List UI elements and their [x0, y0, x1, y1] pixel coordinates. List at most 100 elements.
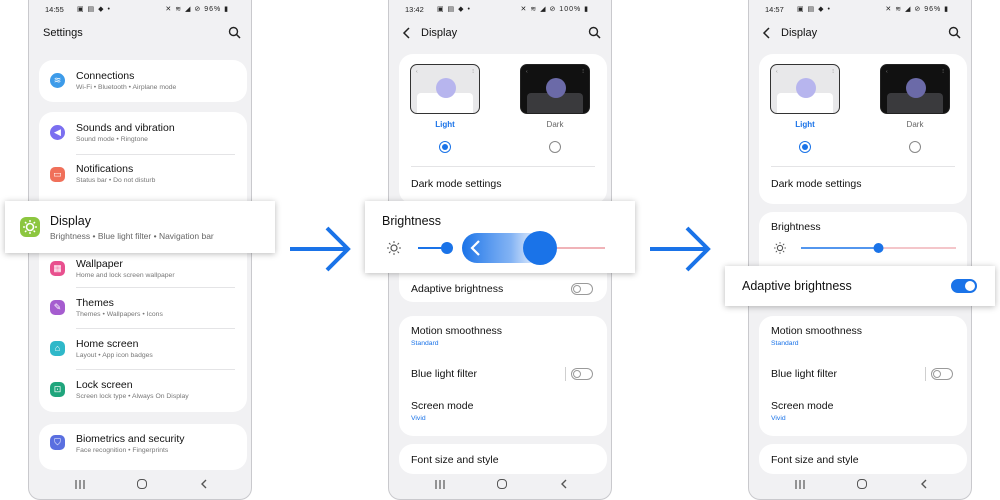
back-arrow-icon[interactable] [402, 27, 412, 39]
blue-light-filter-item[interactable]: Blue light filter [759, 360, 967, 390]
motion-smoothness-item[interactable]: Motion smoothness Standard [759, 316, 967, 354]
settings-item-sounds[interactable]: ◀ Sounds and vibration Sound mode • Ring… [39, 112, 247, 154]
settings-item-home-screen[interactable]: ⌂ Home screen Layout • App icon badges [39, 333, 247, 374]
item-subtitle: Screen lock type • Always On Display [76, 393, 189, 400]
settings-item-notifications[interactable]: ▭ Notifications Status bar • Do not dist… [39, 155, 247, 197]
brightness-label: Brightness [382, 214, 442, 228]
arrow-right-icon [650, 226, 711, 272]
status-bar: 13:42 ▣ ▤ ◆ • ✕ ≋ ◢ ⊘ 100% ▮ [389, 3, 611, 17]
preview-back-icon: ‹ [776, 69, 778, 75]
dark-theme-label: Dark [546, 120, 564, 129]
settings-item-themes[interactable]: ✎ Themes Themes • Wallpapers • Icons [39, 292, 247, 333]
home-icon: ⌂ [50, 341, 65, 356]
back-arrow-icon[interactable] [762, 27, 772, 39]
divider [76, 328, 235, 329]
dark-theme-radio[interactable] [909, 141, 921, 153]
dark-mode-settings-item[interactable]: Dark mode settings [399, 167, 607, 201]
preview-menu-icon: ⁝ [472, 69, 474, 75]
slider-thumb[interactable] [873, 243, 884, 253]
screen-mode-item[interactable]: Screen mode Vivid [399, 394, 607, 432]
divider [771, 166, 955, 167]
themes-icon: ✎ [50, 300, 65, 315]
dark-theme-preview[interactable]: ‹⁝ [520, 64, 590, 114]
settings-group-card: ◀ Sounds and vibration Sound mode • Ring… [39, 112, 247, 412]
dark-mode-settings-item[interactable]: Dark mode settings [759, 167, 967, 201]
dark-theme-radio[interactable] [549, 141, 561, 153]
dark-theme-preview[interactable]: ‹⁝ [880, 64, 950, 114]
item-title: Font size and style [411, 454, 499, 466]
status-indicators: ✕ ≋ ◢ ⊘ 96% ▮ [885, 6, 949, 13]
search-icon[interactable] [228, 26, 241, 39]
preview-panel [417, 93, 473, 113]
home-button[interactable] [857, 479, 867, 489]
brightness-slider[interactable] [365, 201, 635, 273]
settings-item-biometrics[interactable]: ⛉ Biometrics and security Face recogniti… [39, 424, 247, 466]
light-theme-radio[interactable] [799, 141, 811, 153]
status-indicators: ✕ ≋ ◢ ⊘ 96% ▮ [165, 6, 229, 13]
notification-icon: ▭ [50, 167, 65, 182]
home-button[interactable] [137, 479, 147, 489]
status-bar: 14:57 ▣ ▤ ◆ • ✕ ≋ ◢ ⊘ 96% ▮ [749, 3, 971, 17]
back-button[interactable] [560, 479, 568, 489]
screen-mode-item[interactable]: Screen mode Vivid [759, 394, 967, 432]
motion-smoothness-item[interactable]: Motion smoothness Standard [399, 316, 607, 354]
back-button[interactable] [200, 479, 208, 489]
light-theme-label: Light [435, 120, 455, 129]
light-theme-radio[interactable] [439, 141, 451, 153]
recents-button[interactable] [435, 480, 445, 489]
battery-percent: 96% [924, 6, 942, 13]
title-bar: Settings [29, 20, 251, 46]
sun-icon [774, 242, 786, 254]
recents-button[interactable] [795, 480, 805, 489]
toggle-knob [573, 285, 581, 293]
item-value: Standard [771, 340, 799, 347]
settings-item-connections[interactable]: ≋ Connections Wi-Fi • Bluetooth • Airpla… [39, 60, 247, 102]
item-value: Vivid [771, 415, 786, 422]
search-icon[interactable] [948, 26, 961, 39]
item-title: Dark mode settings [411, 178, 502, 190]
settings-item-lock-screen[interactable]: ⊡ Lock screen Screen lock type • Always … [39, 374, 247, 412]
brightness-item: Brightness [759, 212, 967, 262]
item-title: Screen mode [771, 400, 834, 412]
item-subtitle: Wi-Fi • Bluetooth • Airplane mode [76, 84, 177, 91]
preview-circle [796, 78, 816, 98]
notification-icons: ▣ ▤ ◆ • [797, 6, 831, 13]
item-title: Lock screen [76, 379, 133, 391]
item-title: Themes [76, 297, 114, 309]
adaptive-brightness-popout[interactable]: Adaptive brightness [725, 266, 995, 306]
back-button[interactable] [920, 479, 928, 489]
light-theme-preview[interactable]: ‹⁝ [770, 64, 840, 114]
display-options-card: Motion smoothness Standard Blue light fi… [399, 316, 607, 436]
drag-gesture-trail [462, 233, 544, 263]
search-icon[interactable] [588, 26, 601, 39]
slider-thumb[interactable] [441, 242, 453, 254]
item-title: Blue light filter [411, 368, 477, 380]
preview-back-icon: ‹ [416, 69, 418, 75]
brightness-slider[interactable] [759, 212, 967, 262]
adaptive-brightness-toggle[interactable] [951, 279, 977, 293]
adaptive-brightness-toggle[interactable] [571, 283, 593, 295]
separator [925, 367, 926, 381]
dark-theme-label: Dark [906, 120, 924, 129]
item-title: Screen mode [411, 400, 474, 412]
notification-icons: ▣ ▤ ◆ • [77, 6, 111, 13]
divider [76, 154, 235, 155]
recents-button[interactable] [75, 480, 85, 489]
arrow-right-icon [290, 226, 351, 272]
settings-item-display[interactable]: Display Brightness • Blue light filter •… [5, 201, 275, 253]
blue-light-filter-toggle[interactable] [931, 368, 953, 380]
font-size-item[interactable]: Font size and style [759, 444, 967, 474]
item-subtitle: Layout • App icon badges [76, 352, 153, 359]
adaptive-brightness-item[interactable]: Adaptive brightness [399, 276, 607, 302]
divider [76, 369, 235, 370]
home-button[interactable] [497, 479, 507, 489]
settings-item-wallpaper[interactable]: ▦ Wallpaper Home and lock screen wallpap… [39, 255, 247, 296]
separator [565, 367, 566, 381]
item-subtitle: Status bar • Do not disturb [76, 177, 156, 184]
light-theme-preview[interactable]: ‹⁝ [410, 64, 480, 114]
font-size-item[interactable]: Font size and style [399, 444, 607, 474]
blue-light-filter-toggle[interactable] [571, 368, 593, 380]
item-subtitle: Brightness • Blue light filter • Navigat… [50, 231, 214, 241]
blue-light-filter-item[interactable]: Blue light filter [399, 360, 607, 390]
preview-circle [546, 78, 566, 98]
